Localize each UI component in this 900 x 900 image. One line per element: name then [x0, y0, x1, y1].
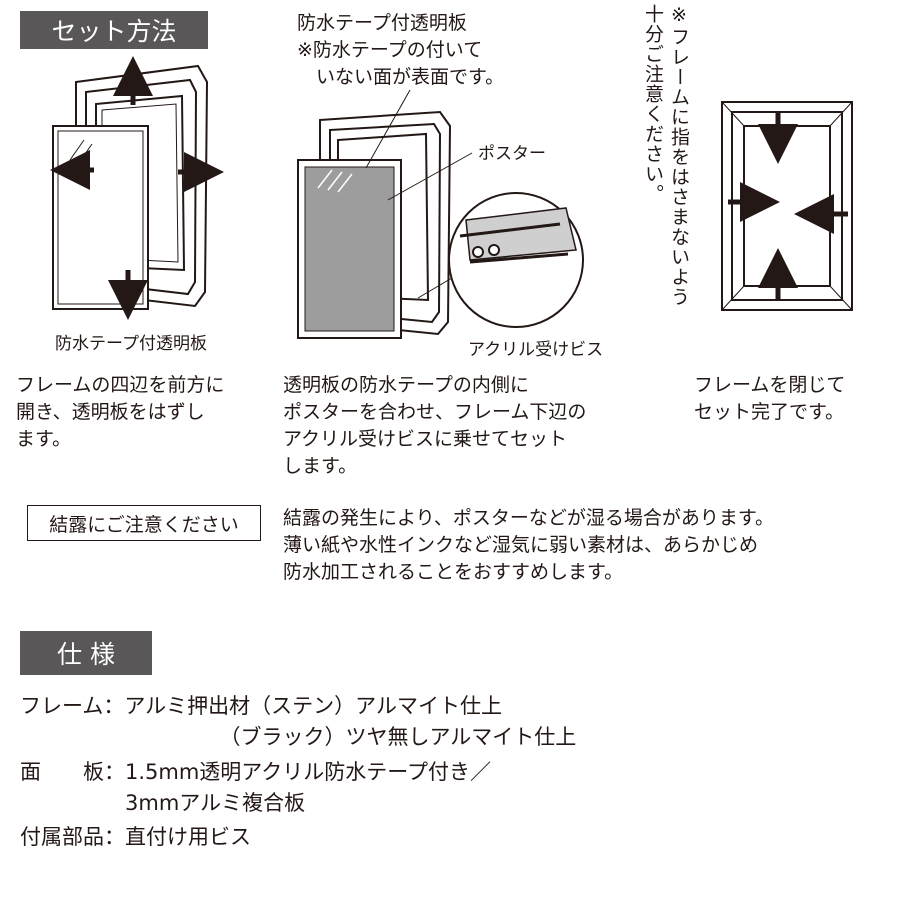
step3-arrows — [728, 112, 848, 300]
step3-frame-illustration — [721, 101, 853, 311]
step1-arrows — [50, 56, 224, 320]
step1-caption: フレームの四辺を前方に 開き、透明板をはずし ます。 — [16, 374, 225, 450]
step3-warning-vertical: ※フレームに指をはさまないよう 十分ご注意ください。 — [642, 4, 690, 307]
step1-label: 防水テープ付透明板 — [55, 334, 207, 354]
spec-line-panel: 面 板：1.5mm透明アクリル防水テープ付き／ — [20, 760, 491, 784]
spec-line-frame-black: （ブラック）ツヤ無しアルマイト仕上 — [20, 725, 577, 749]
condensation-text: 結露の発生により、ポスターなどが湿る場合があります。 薄い紙や水性インクなど湿気… — [283, 507, 774, 583]
spec-line-accessories: 付属部品：直付け用ビス — [20, 825, 251, 849]
step2-top-label: 防水テープ付透明板 ※防水テープの付いて いない面が表面です。 — [297, 12, 505, 88]
screw-detail-magnifier — [448, 192, 584, 328]
spec-line-frame: フレーム：アルミ押出材（ステン）アルマイト仕上 — [20, 694, 502, 718]
setup-heading-label: セット方法 — [51, 17, 177, 46]
step3-caption: フレームを閉じて セット完了です。 — [694, 374, 846, 423]
setup-heading: セット方法 — [20, 11, 208, 49]
step2-caption: 透明板の防水テープの内側に ポスターを合わせ、フレーム下辺の アクリル受けビスに… — [283, 374, 587, 477]
step1-frame-illustration — [52, 64, 209, 310]
condensation-label-box: 結露にご注意ください — [27, 505, 261, 541]
step2-poster-label: ポスター — [478, 144, 546, 164]
spec-line-panel-alt: 3mmアルミ複合板 — [20, 791, 306, 815]
spec-heading-label: 仕 様 — [57, 640, 115, 669]
condensation-label: 結露にご注意ください — [49, 513, 239, 536]
spec-heading: 仕 様 — [20, 631, 152, 675]
step2-frame-illustration — [297, 110, 452, 339]
step2-screw-label: アクリル受けビス — [468, 340, 604, 360]
